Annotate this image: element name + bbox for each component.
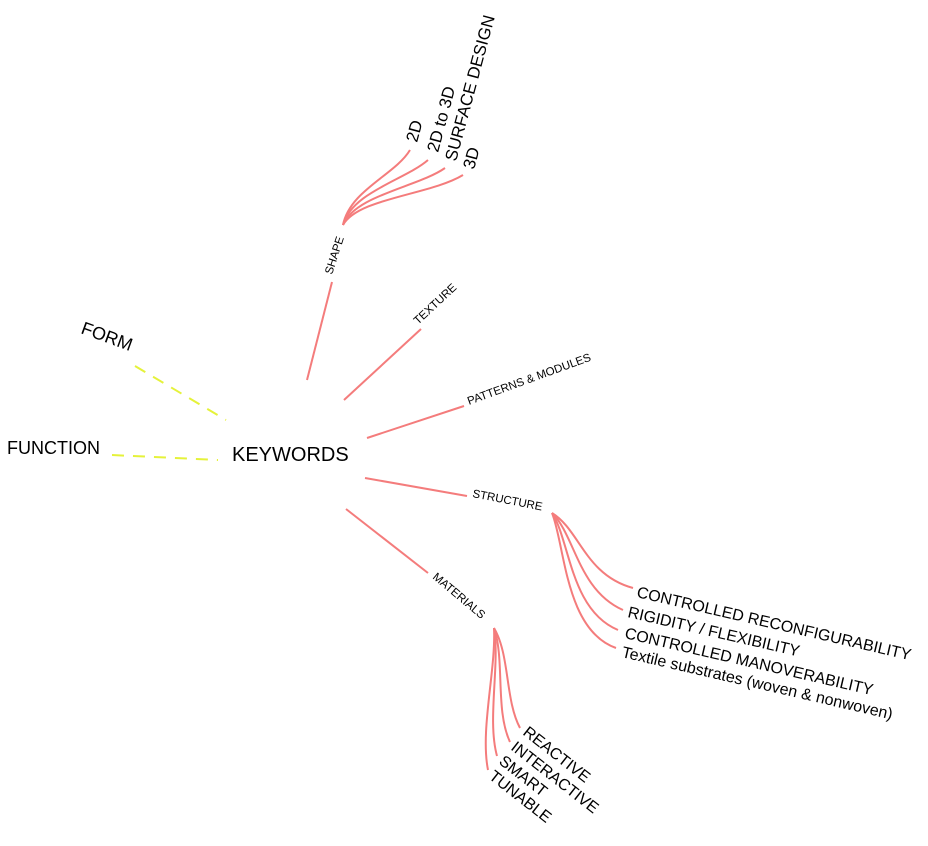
branch-line-structure xyxy=(364,477,468,497)
form-connector xyxy=(134,365,227,421)
branch-line-materials xyxy=(345,508,429,574)
structure-curve-textile xyxy=(551,512,617,649)
center-node-keywords: KEYWORDS xyxy=(232,444,349,466)
branch-label-shape: SHAPE xyxy=(323,235,347,276)
branch-label-materials: MATERIALS xyxy=(430,571,487,622)
branch-line-patterns xyxy=(366,405,465,439)
shape-leaf-2d: 2D xyxy=(403,118,427,144)
branch-line-texture xyxy=(343,328,422,401)
structure-curve-rigidity xyxy=(551,512,624,611)
materials-curve-reactive xyxy=(493,627,521,729)
shape-curve-2d-to-3d xyxy=(342,159,429,226)
side-node-form: FORM xyxy=(79,318,136,355)
shape-curve-3d xyxy=(342,174,464,226)
branch-label-structure: STRUCTURE xyxy=(471,488,543,513)
materials-curve-interactive xyxy=(493,627,511,743)
side-node-function: FUNCTION xyxy=(7,438,100,458)
structure-curve-manover xyxy=(551,512,619,631)
function-connector xyxy=(111,454,219,461)
branch-label-patterns: PATTERNS & MODULES xyxy=(466,352,593,408)
shape-leaf-3d: 3D xyxy=(460,145,484,171)
branch-line-shape xyxy=(306,281,333,381)
branch-label-texture: TEXTURE xyxy=(412,282,460,328)
materials-curve-smart xyxy=(492,627,498,757)
structure-curve-reconfig xyxy=(551,512,634,589)
materials-curve-tunable xyxy=(484,627,496,771)
shape-curve-surface xyxy=(342,167,446,226)
